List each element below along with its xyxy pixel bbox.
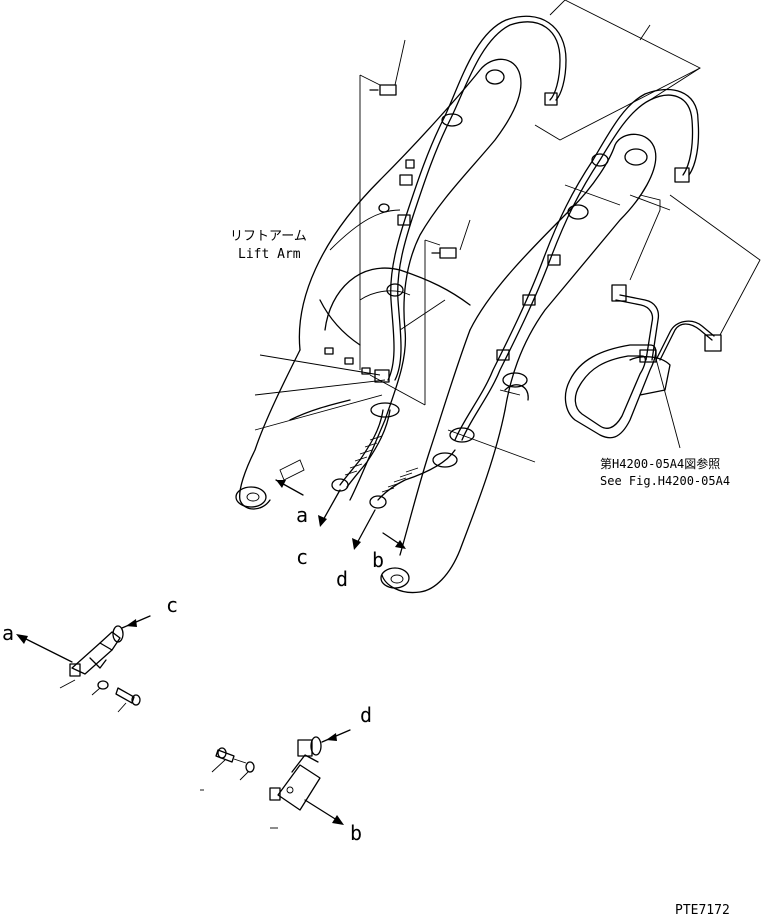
callout-b-detail: b (350, 821, 362, 845)
callout-arrows (275, 479, 406, 550)
text-labels: リフトアーム Lift Arm 第H4200-05A4図参照 See Fig.H… (2, 229, 730, 918)
callout-b-main: b (372, 548, 384, 572)
lift-arm-label-jp: リフトアーム (230, 229, 307, 244)
callout-d-main: d (336, 567, 348, 591)
lift-arm-label-en: Lift Arm (238, 247, 301, 262)
left-lift-arm (235, 58, 522, 510)
callout-a-main: a (296, 503, 308, 527)
right-hose-routing (369, 88, 700, 509)
detail-view-d-b (200, 729, 351, 829)
left-hose-routing (324, 15, 567, 492)
callout-d-detail: d (360, 703, 372, 727)
see-fig-label-en: See Fig.H4200-05A4 (600, 474, 730, 488)
leader-lines (254, 0, 761, 463)
see-fig-label-jp: 第H4200-05A4図参照 (600, 456, 720, 471)
right-lift-arm (380, 133, 657, 594)
callout-c-detail: c (166, 593, 178, 617)
valve-pipe-assembly (564, 284, 722, 439)
part-code-label: PTE7172 (675, 903, 730, 918)
callout-a-detail: a (2, 621, 14, 645)
callout-c-main: c (296, 545, 308, 569)
bolt-icon (369, 84, 457, 259)
detail-view-a-c (16, 615, 151, 713)
